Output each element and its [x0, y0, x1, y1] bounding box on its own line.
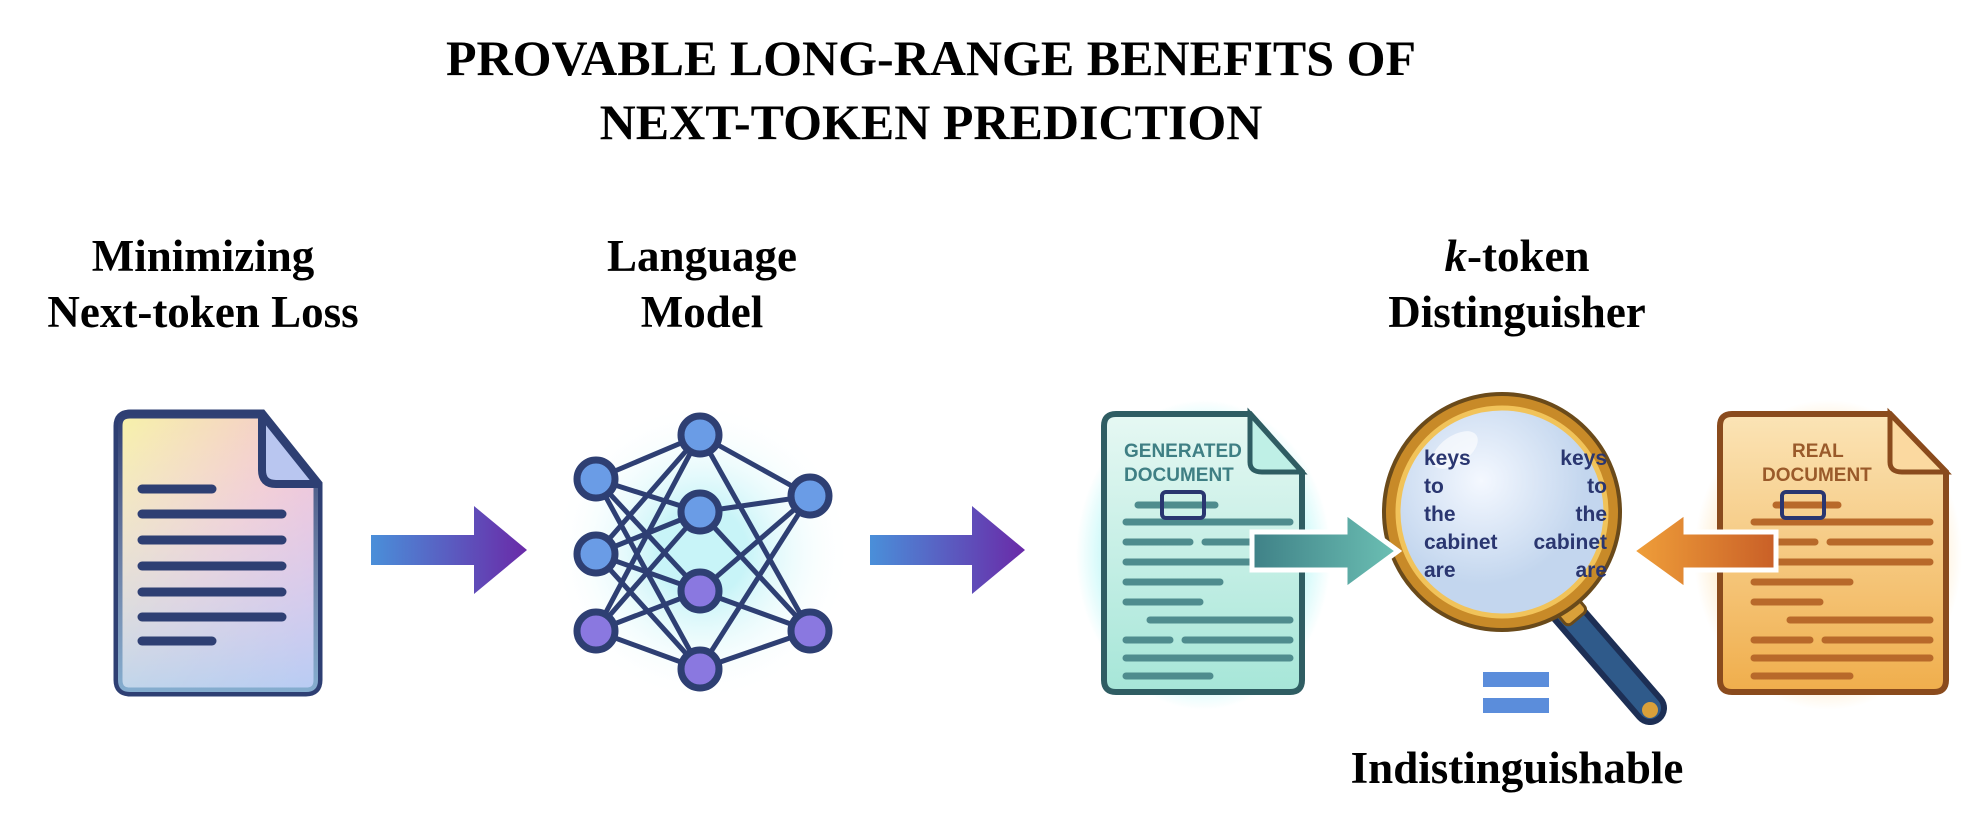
- title-line-1: PROVABLE LONG-RANGE BENEFITS OF: [445, 30, 1417, 86]
- neural-network-icon: [552, 402, 852, 702]
- stage-label-line: Next-token Loss: [47, 287, 359, 337]
- result-label: Indistinguishable: [1350, 743, 1684, 793]
- network-edge: [697, 494, 813, 671]
- k-variable: k: [1444, 231, 1467, 281]
- network-edge: [593, 433, 703, 633]
- stage-label-loss: Minimizing Next-token Loss: [47, 228, 358, 340]
- network-edge: [594, 433, 702, 556]
- network-node: [573, 456, 619, 502]
- arrow-right-icon: [870, 506, 1025, 594]
- lens-word: cabinet: [1533, 531, 1607, 554]
- arrow-right-icon: [371, 506, 527, 594]
- network-edge: [698, 510, 812, 633]
- stage-label-model: Language Model: [607, 228, 797, 340]
- generated-document-icon: GENERATED DOCUMENT: [1076, 400, 1331, 710]
- document-icon: [113, 409, 323, 697]
- stage-label-line: Language: [606, 231, 798, 281]
- figure-title: PROVABLE LONG-RANGE BENEFITS OF NEXT-TOK…: [0, 26, 1862, 154]
- network-node: [677, 568, 723, 614]
- stage-label-line: Model: [640, 287, 764, 337]
- arrow-right-icon: [1249, 507, 1403, 595]
- network-node: [787, 608, 833, 654]
- lens-word: are: [1424, 559, 1456, 582]
- equals-icon: [1483, 672, 1549, 713]
- network-node: [677, 489, 723, 535]
- stage-label-line: Distinguisher: [1388, 287, 1646, 337]
- real-doc-label: DOCUMENT: [1762, 465, 1872, 486]
- network-edge: [697, 433, 813, 633]
- lens-word: to: [1424, 475, 1444, 498]
- stage-label-line: Minimizing: [91, 231, 315, 281]
- real-doc-label: REAL: [1792, 441, 1844, 462]
- real-document-icon: REAL DOCUMENT: [1694, 400, 1962, 710]
- stage-label-distinguisher: k-token Distinguisher: [1388, 228, 1646, 340]
- arrow-left-icon: [1627, 507, 1779, 595]
- lens-words-real: keys to the cabinet are: [1533, 447, 1607, 582]
- lens-words-generated: keys to the cabinet are: [1424, 447, 1498, 582]
- stage-label-text: -token: [1466, 231, 1590, 281]
- lens-word: cabinet: [1424, 531, 1498, 554]
- network-node: [787, 473, 833, 519]
- lens-word: the: [1424, 503, 1456, 526]
- network-edge: [698, 494, 812, 593]
- lens-word: to: [1587, 475, 1607, 498]
- network-edge: [594, 510, 702, 633]
- network-node: [677, 412, 723, 458]
- lens-word: keys: [1424, 447, 1471, 470]
- lens-word: are: [1575, 559, 1607, 582]
- lens-word: the: [1576, 503, 1608, 526]
- network-node: [573, 531, 619, 577]
- network-node: [573, 608, 619, 654]
- title-line-2: NEXT-TOKEN PREDICTION: [599, 94, 1263, 150]
- generated-doc-label: DOCUMENT: [1124, 465, 1234, 486]
- lens-word: keys: [1560, 447, 1607, 470]
- generated-doc-label: GENERATED: [1124, 441, 1242, 462]
- magnifying-glass-icon: keys to the cabinet are keys to the cabinet are: [1382, 392, 1667, 725]
- network-node: [677, 646, 723, 692]
- stage-label-line: k-token: [1388, 228, 1646, 284]
